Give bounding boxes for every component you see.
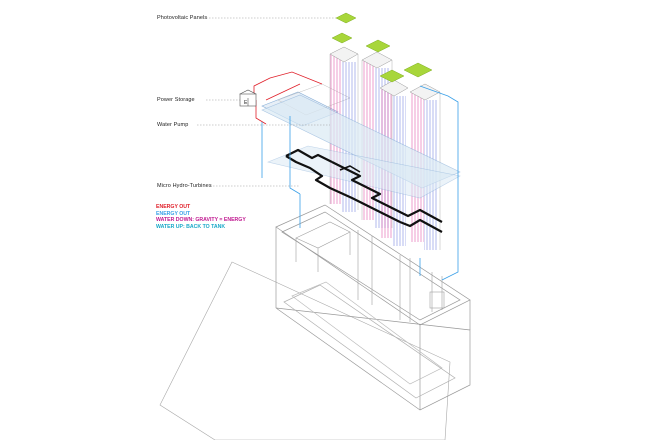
ground-plane (159, 261, 451, 440)
power-storage-box: E (239, 89, 257, 107)
label-power-storage: Power Storage (157, 97, 195, 103)
pv-panel-5 (403, 62, 433, 78)
pipe-network (285, 148, 443, 233)
photovoltaic-panels (331, 12, 433, 83)
legend-item-energy-out-red: ENERGY OUT (156, 204, 191, 210)
label-photovoltaic-panels: Photovoltaic Panels (157, 15, 208, 21)
label-micro-hydro-turbines: Micro Hydro-Turbines (157, 183, 212, 189)
legend-item-energy-out-blue: ENERGY OUT (156, 210, 191, 217)
leader-lines (197, 17, 336, 187)
label-water-pump: Water Pump (157, 122, 189, 128)
base-tank (275, 204, 471, 411)
svg-text:E: E (244, 100, 248, 106)
legend-item-water-down: WATER DOWN: GRAVITY = ENERGY (156, 217, 246, 224)
pv-panel-4 (379, 69, 405, 83)
pv-panel-1 (335, 12, 357, 24)
legend-item-water-up: WATER UP: BACK TO TANK (156, 223, 226, 230)
tank-structure (295, 221, 445, 322)
water-return-line (261, 85, 459, 281)
pv-panel-2 (331, 32, 353, 44)
flow-legend: ENERGY OUT ENERGY OUT WATER DOWN: GRAVIT… (156, 204, 246, 230)
pv-panel-3 (365, 39, 391, 53)
